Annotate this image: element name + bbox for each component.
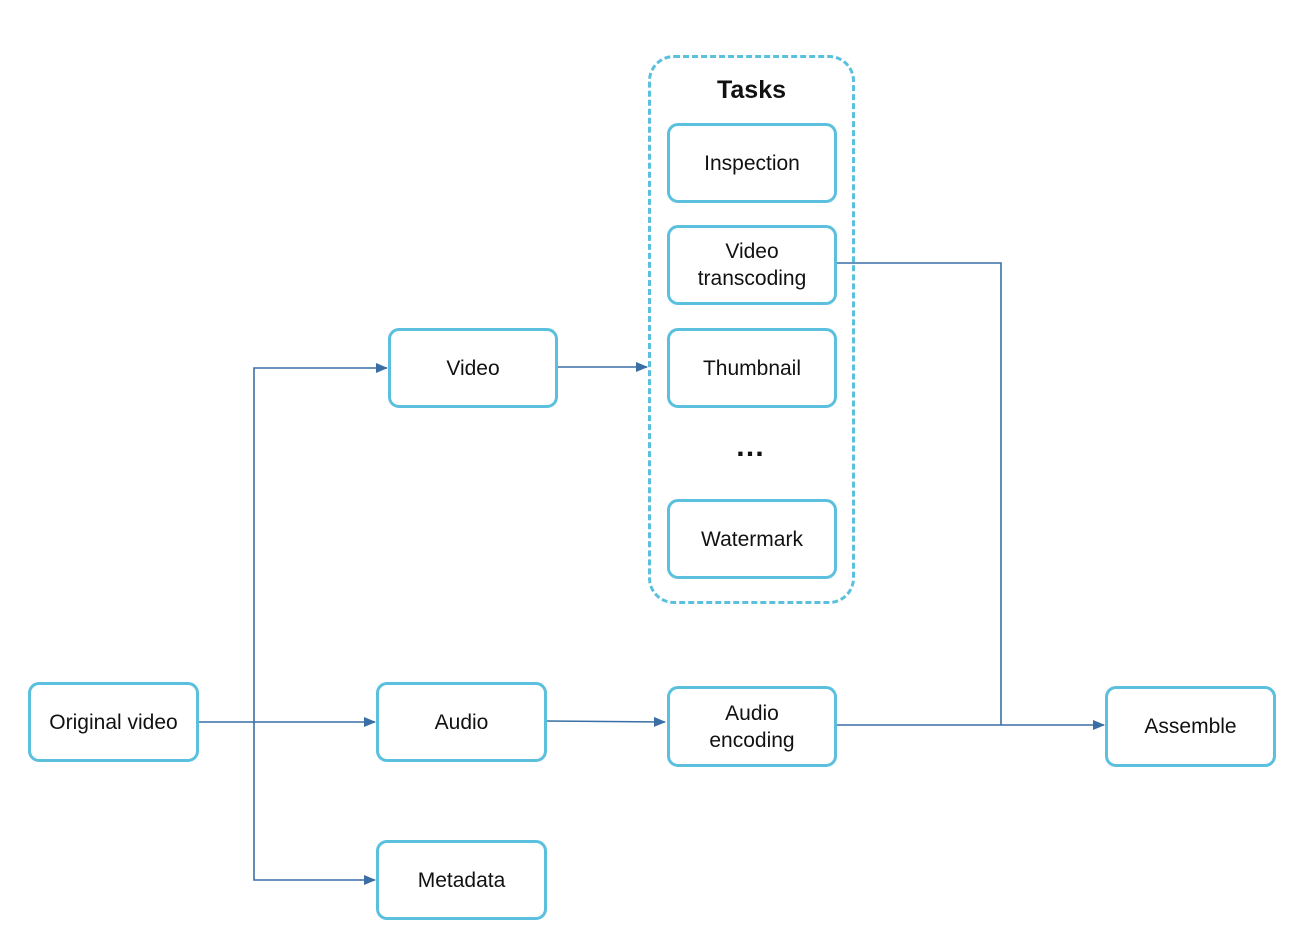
node-audio-encoding: Audio encoding	[667, 686, 837, 767]
node-audio: Audio	[376, 682, 547, 762]
task-thumbnail: Thumbnail	[667, 328, 837, 408]
node-video: Video	[388, 328, 558, 408]
edge-video-transcoding-to-assemble	[836, 262, 1002, 725]
node-original-video: Original video	[28, 682, 199, 762]
node-metadata: Metadata	[376, 840, 547, 920]
tasks-group: Tasks	[648, 55, 855, 604]
tasks-ellipsis: …	[735, 430, 769, 463]
edge-original-to-metadata	[253, 722, 376, 885]
edge-original-to-video	[253, 363, 388, 722]
node-assemble: Assemble	[1105, 686, 1276, 767]
task-inspection: Inspection	[667, 123, 837, 203]
tasks-title: Tasks	[716, 76, 787, 104]
edge-audio-to-audio-encoding	[545, 716, 666, 727]
task-video-transcoding: Video transcoding	[667, 225, 837, 305]
task-watermark: Watermark	[667, 499, 837, 579]
